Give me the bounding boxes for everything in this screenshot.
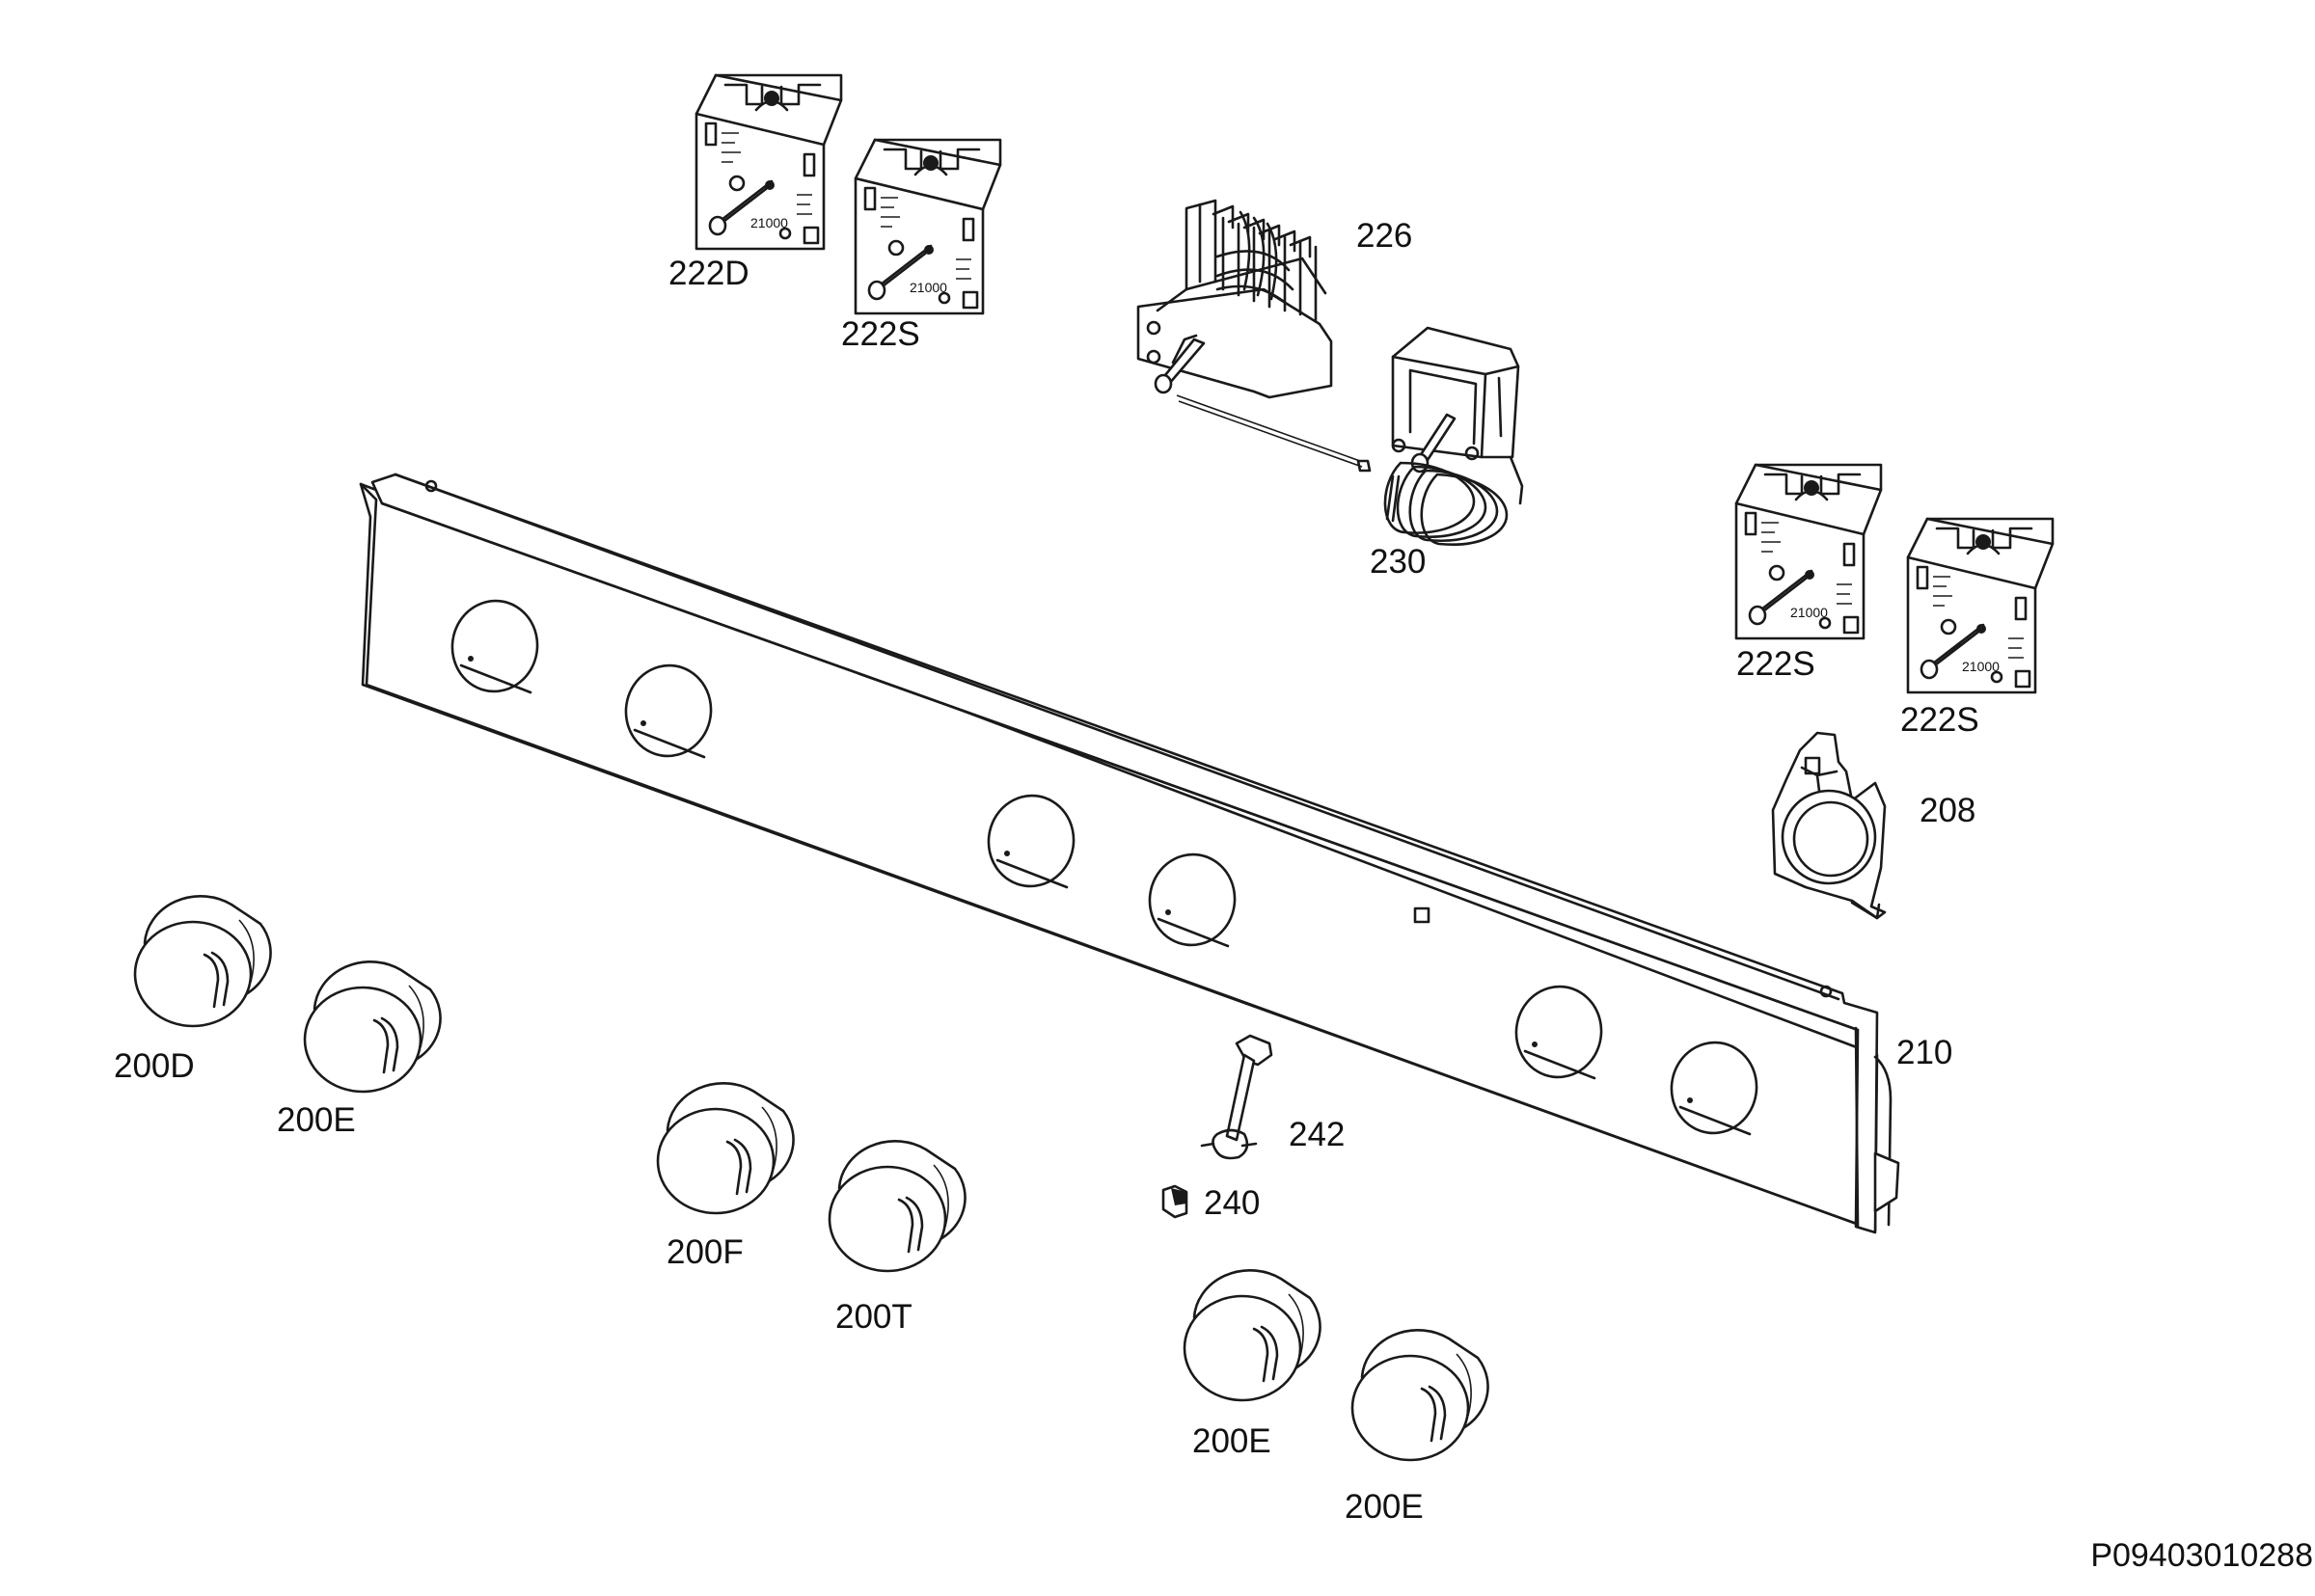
regulator-222S-part-3	[1906, 517, 2055, 694]
clip-240-part	[1161, 1184, 1188, 1219]
regulator-222S-part-1	[854, 138, 1002, 315]
knob-200E-part-1	[303, 960, 442, 1094]
knob-200E-part-3	[1350, 1328, 1489, 1462]
ignition-switch-242-part	[1200, 1034, 1273, 1160]
drawing-code: P09403010288	[2090, 1537, 2313, 1574]
label-200E-1: 200E	[277, 1101, 356, 1139]
selector-switch-226-part	[1136, 199, 1333, 399]
control-panel-210-part	[359, 473, 1900, 1234]
label-226: 226	[1356, 217, 1412, 255]
knob-200E-part-2	[1183, 1268, 1321, 1402]
label-242: 242	[1289, 1116, 1345, 1153]
label-222S-2: 222S	[1736, 645, 1815, 683]
thermostat-230-part	[1176, 326, 1524, 546]
lamp-housing-208-part	[1771, 731, 1887, 920]
label-200E-2: 200E	[1192, 1422, 1271, 1460]
label-200F: 200F	[667, 1233, 744, 1271]
label-222S-1: 222S	[841, 315, 920, 353]
label-210: 210	[1896, 1034, 1952, 1071]
label-222S-3: 222S	[1900, 701, 1979, 739]
label-200T: 200T	[835, 1298, 912, 1336]
label-230: 230	[1370, 543, 1426, 581]
knob-200F-part	[656, 1081, 795, 1215]
knob-200D-part	[133, 894, 272, 1028]
label-208: 208	[1920, 792, 1975, 829]
label-200D: 200D	[114, 1047, 195, 1085]
regulator-222D-part	[694, 73, 843, 251]
knob-200T-part	[828, 1139, 967, 1273]
label-222D: 222D	[668, 255, 749, 292]
label-240: 240	[1204, 1184, 1260, 1222]
regulator-222S-part-2	[1734, 463, 1883, 640]
label-200E-3: 200E	[1345, 1488, 1424, 1526]
